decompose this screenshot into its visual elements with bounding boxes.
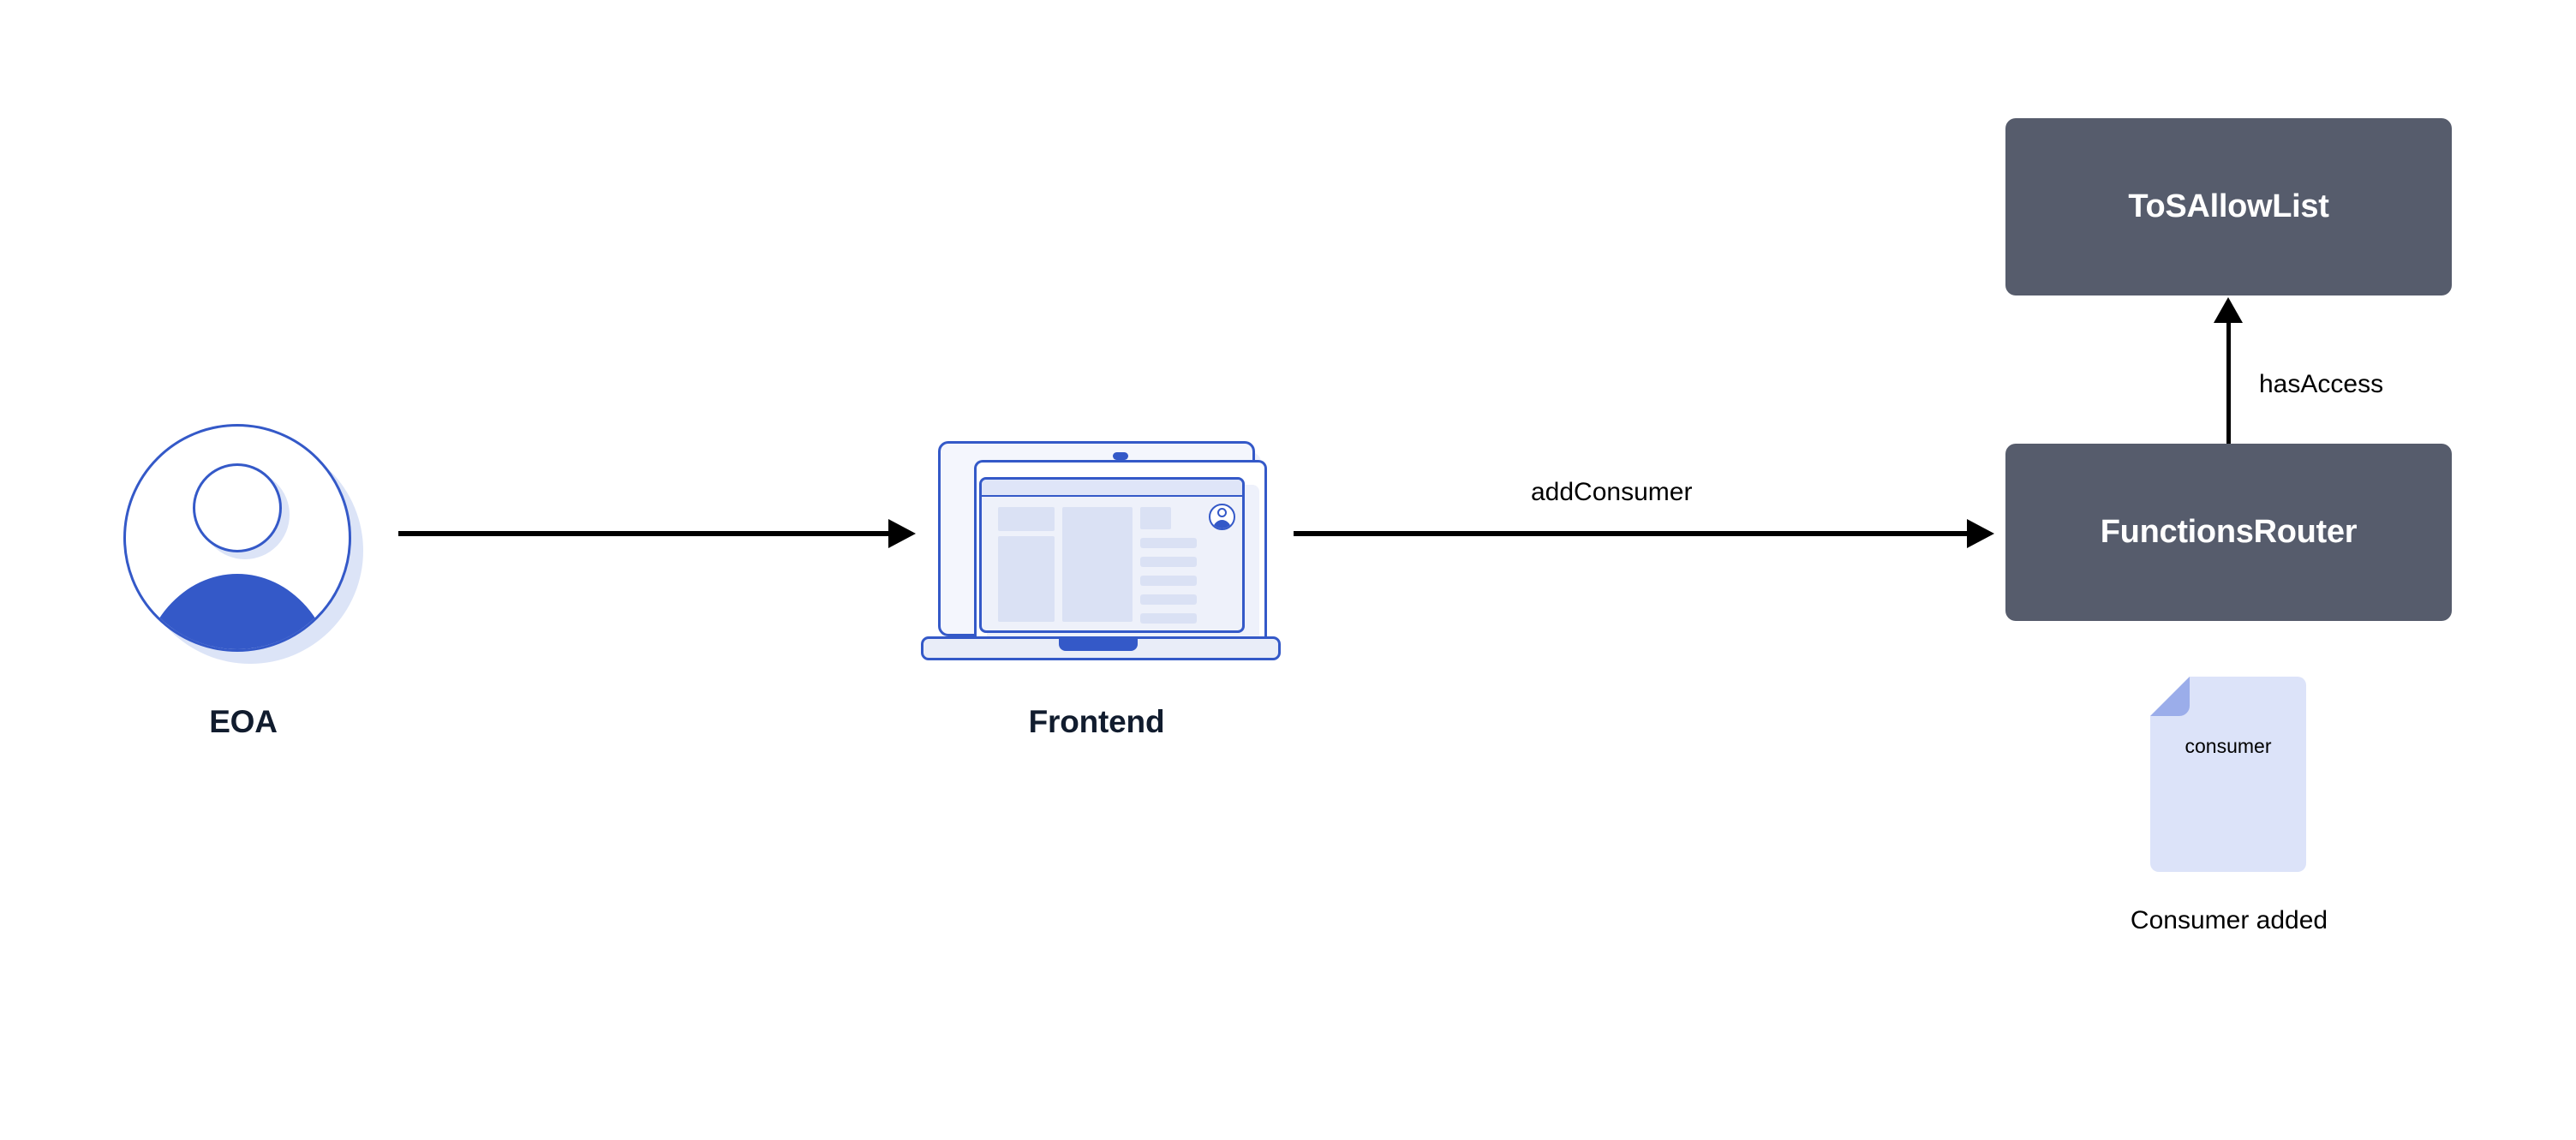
screen-text-line (1140, 557, 1197, 567)
contract-box-tosallowlist-label: ToSAllowList (2128, 188, 2329, 224)
user-avatar-icon (123, 424, 363, 664)
avatar-head-circle (193, 463, 282, 552)
laptop-camera-icon (1113, 452, 1128, 460)
document-folded-corner (2150, 677, 2190, 716)
avatar-outer-circle (123, 424, 351, 652)
document-label-consumer: consumer (2185, 735, 2272, 757)
laptop-lid (938, 441, 1267, 658)
arrow-hasaccess-head-icon (2214, 297, 2243, 323)
laptop-screen (979, 477, 1245, 633)
edge-label-hasaccess: hasAccess (2259, 370, 2384, 398)
screen-text-line (1140, 613, 1197, 624)
node-label-frontend: Frontend (1028, 704, 1165, 739)
screen-avatar-head (1216, 508, 1227, 517)
screen-text-line (1140, 576, 1197, 586)
contract-box-functionsrouter-label: FunctionsRouter (2100, 514, 2358, 550)
laptop-hinge-notch (1059, 637, 1138, 651)
edge-label-addconsumer: addConsumer (1531, 478, 1693, 506)
consumer-added-caption: Consumer added (2130, 906, 2328, 934)
arrow-addconsumer-line (1294, 531, 1967, 536)
screen-user-avatar-icon (1209, 504, 1235, 530)
arrow-eoa-to-frontend-line (398, 531, 888, 536)
screen-block (1062, 507, 1133, 622)
node-label-eoa: EOA (209, 704, 278, 739)
avatar-body-shape (140, 574, 335, 649)
contract-box-functionsrouter[interactable]: FunctionsRouter (2005, 444, 2452, 621)
screen-avatar-body (1211, 520, 1232, 528)
contract-box-tosallowlist[interactable]: ToSAllowList (2005, 118, 2452, 295)
screen-titlebar (982, 480, 1242, 497)
screen-block (998, 507, 1055, 531)
screen-text-line (1140, 538, 1197, 548)
screen-text-line (1140, 594, 1197, 605)
arrow-hasaccess-line (2226, 323, 2231, 445)
screen-block (1140, 507, 1171, 529)
document-icon: consumer (2150, 677, 2306, 872)
arrow-addconsumer-head-icon (1967, 519, 1994, 548)
screen-block (998, 536, 1055, 622)
laptop-icon (917, 437, 1285, 668)
arrow-eoa-to-frontend-head-icon (888, 519, 916, 548)
